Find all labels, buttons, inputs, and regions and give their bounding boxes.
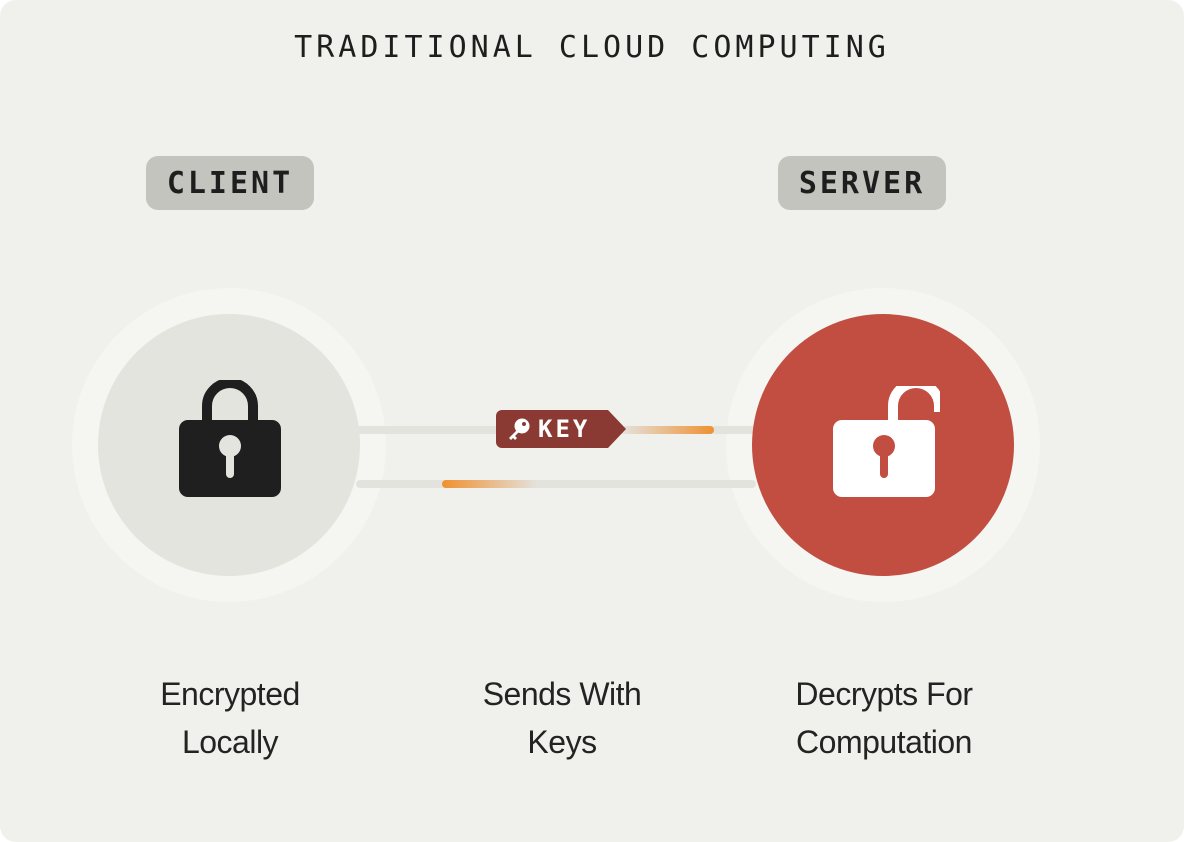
outbound-data-streak bbox=[622, 426, 714, 434]
server-tag: SERVER bbox=[778, 156, 946, 210]
lock-closed-icon bbox=[179, 380, 281, 497]
key-tag-shape bbox=[496, 410, 626, 448]
client-caption-line-2: Locally bbox=[181, 724, 279, 760]
server-caption-line-2: Computation bbox=[796, 724, 972, 760]
key-tag: KEY bbox=[496, 410, 626, 448]
key-icon bbox=[509, 418, 530, 440]
client-caption: Encrypted Locally bbox=[80, 670, 380, 766]
lock-open-icon bbox=[833, 386, 940, 497]
transfer-caption-line-1: Sends With bbox=[482, 676, 642, 712]
return-data-streak bbox=[442, 480, 538, 488]
client-caption-line-1: Encrypted bbox=[160, 676, 300, 712]
server-caption: Decrypts For Computation bbox=[734, 670, 1034, 766]
transfer-caption-line-2: Keys bbox=[527, 724, 597, 760]
diagram-title: TRADITIONAL CLOUD COMPUTING bbox=[294, 30, 890, 65]
key-label: KEY bbox=[538, 415, 591, 443]
client-tag: CLIENT bbox=[146, 156, 314, 210]
transfer-caption: Sends With Keys bbox=[412, 670, 712, 766]
server-caption-line-1: Decrypts For bbox=[795, 676, 973, 712]
return-connection-line bbox=[356, 480, 756, 488]
